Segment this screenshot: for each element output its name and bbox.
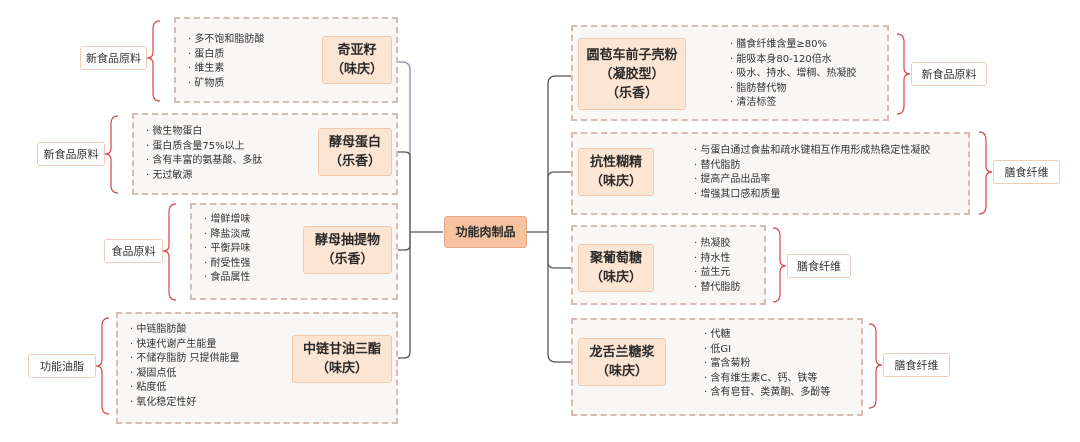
list-item: · 热凝胶 — [694, 238, 731, 249]
list-item: · 凝固点低 — [130, 367, 177, 379]
list-item: · 粘度低 — [130, 382, 167, 393]
node-psyllium: 圆苞车前子壳粉 （凝胶型） （乐香） — [578, 38, 686, 110]
list-item: · 多不饱和脂肪酸 — [188, 34, 265, 45]
list-item: · 清洁标签 — [730, 97, 777, 108]
tag-new-food-material: 新食品原料 — [80, 46, 147, 70]
tag-dietary-fiber: 膳食纤维 — [993, 160, 1060, 184]
list-item: · 矿物质 — [188, 77, 225, 89]
list-item: · 维生素 — [188, 63, 225, 74]
list-mct: · 中链脂肪酸 · 快速代谢产生能量 · 不储存脂肪 只提供能量 · 凝固点低 … — [130, 323, 240, 410]
tag-new-food-material: 新食品原料 — [911, 62, 987, 86]
list-item: · 含有丰富的氨基酸、多肽 — [146, 155, 263, 166]
list-item: · 能吸本身80-120倍水 — [730, 53, 832, 65]
node-chia-seed: 奇亚籽 （味庆） — [322, 36, 392, 84]
node-polydextrose: 聚葡萄糖 （味庆） — [578, 244, 654, 292]
list-item: · 低GI — [704, 343, 732, 355]
center-node: 功能肉制品 — [444, 216, 527, 248]
list-item: · 益生元 — [694, 267, 731, 278]
list-item: · 吸水、持水、增稠、热凝胶 — [730, 68, 857, 79]
list-item: · 耐受性强 — [204, 257, 251, 269]
node-yeast-extract: 酵母抽提物 （乐香） — [303, 226, 392, 274]
node-yeast-protein: 酵母蛋白 （乐香） — [318, 128, 392, 176]
list-item: · 含有维生素C、钙、铁等 — [704, 372, 818, 384]
tag-new-food-material: 新食品原料 — [37, 142, 105, 166]
list-item: · 膳食纤维含量≥80% — [730, 39, 827, 50]
tag-dietary-fiber: 膳食纤维 — [787, 254, 851, 278]
list-item: · 平衡异味 — [204, 243, 251, 254]
list-polydextrose: · 热凝胶 · 持水性 · 益生元 · 替代脂肪 — [694, 237, 740, 295]
list-item: · 不储存脂肪 只提供能量 — [130, 353, 240, 364]
list-item: · 快速代谢产生能量 — [130, 338, 217, 350]
list-item: · 替代脂肪 — [694, 159, 741, 171]
list-item: · 替代脂肪 — [694, 281, 741, 293]
list-item: · 无过敏源 — [146, 169, 193, 181]
list-item: · 蛋白质含量75%以上 — [146, 140, 245, 152]
group-yeast-protein — [132, 113, 398, 195]
list-item: · 富含菊粉 — [704, 358, 751, 369]
list-item: · 脂肪替代物 — [730, 82, 787, 94]
list-item: · 与蛋白通过食盐和疏水键相互作用形成热稳定性凝胶 — [694, 145, 931, 156]
list-item: · 含有皂苷、类黄酮、多酚等 — [704, 387, 831, 398]
list-item: · 增强其口感和质量 — [694, 188, 781, 200]
list-item: · 降盐淡咸 — [204, 228, 251, 240]
list-item: · 中链脂肪酸 — [130, 324, 187, 335]
list-item: · 蛋白质 — [188, 48, 225, 60]
list-item: · 氧化稳定性好 — [130, 396, 197, 408]
list-agave: · 代糖 · 低GI · 富含菊粉 · 含有维生素C、钙、铁等 · 含有皂苷、类… — [704, 328, 830, 401]
tag-food-material: 食品原料 — [104, 239, 163, 263]
tag-dietary-fiber: 膳食纤维 — [883, 353, 950, 377]
list-resistant-dextrin: · 与蛋白通过食盐和疏水键相互作用形成热稳定性凝胶 · 替代脂肪 · 提高产品出… — [694, 144, 930, 202]
list-psyllium: · 膳食纤维含量≥80% · 能吸本身80-120倍水 · 吸水、持水、增稠、热… — [730, 38, 856, 111]
node-agave-syrup: 龙舌兰糖浆 （味庆） — [578, 338, 666, 386]
list-item: · 增鲜增味 — [204, 214, 251, 225]
tag-functional-oil: 功能油脂 — [28, 354, 96, 378]
node-resistant-dextrin: 抗性糊精 （味庆） — [578, 148, 654, 196]
list-item: · 食品属性 — [204, 272, 251, 283]
list-item: · 微生物蛋白 — [146, 126, 203, 137]
node-mct: 中链甘油三酯 （味庆） — [292, 335, 392, 383]
list-yeast-extract: · 增鲜增味 · 降盐淡咸 · 平衡异味 · 耐受性强 · 食品属性 — [204, 213, 250, 286]
list-yeast-protein: · 微生物蛋白 · 蛋白质含量75%以上 · 含有丰富的氨基酸、多肽 · 无过敏… — [146, 125, 262, 183]
list-item: · 持水性 — [694, 252, 731, 264]
list-item: · 提高产品出品率 — [694, 174, 771, 185]
list-item: · 代糖 — [704, 329, 731, 340]
list-chia: · 多不饱和脂肪酸 · 蛋白质 · 维生素 · 矿物质 — [188, 33, 264, 91]
